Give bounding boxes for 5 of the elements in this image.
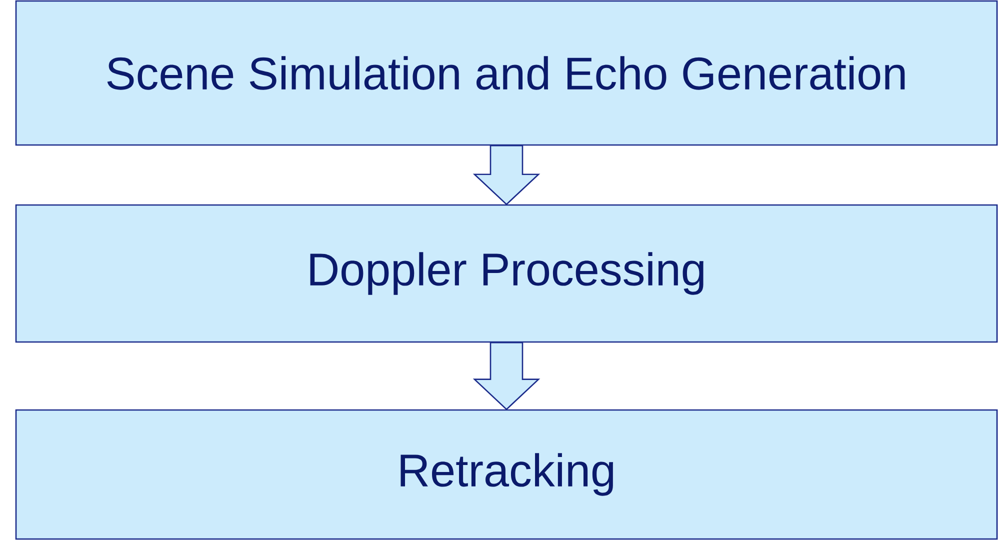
process-box: Doppler Processing — [15, 204, 998, 343]
process-box: Scene Simulation and Echo Generation — [15, 0, 998, 146]
block-arrow — [472, 144, 540, 206]
process-box: Retracking — [15, 409, 998, 540]
block-arrow — [472, 342, 540, 410]
